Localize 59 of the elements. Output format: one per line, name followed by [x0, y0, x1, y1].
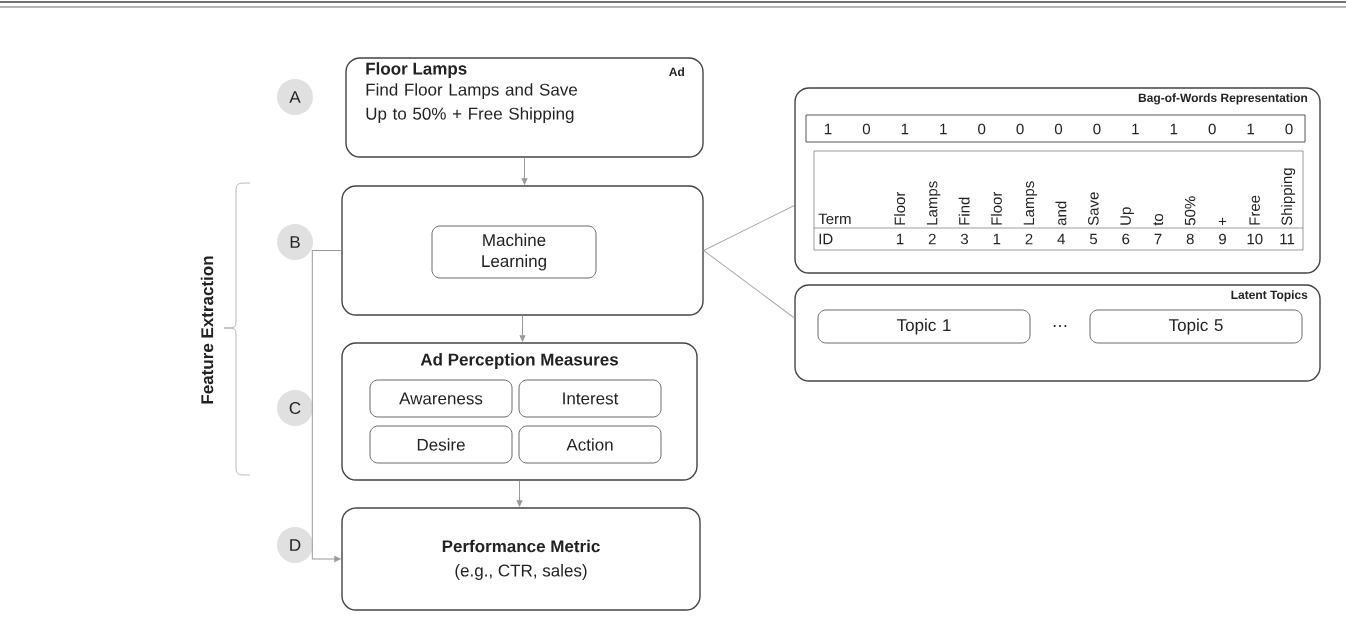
bit-value: 1	[1170, 123, 1178, 135]
bit-value: 0	[1208, 123, 1216, 135]
arrow	[516, 480, 523, 507]
term-id: 6	[1122, 233, 1130, 245]
process-box	[341, 185, 704, 316]
term-id: 9	[1219, 233, 1226, 245]
term-label: +	[1218, 217, 1227, 226]
term-id: 1	[993, 233, 1001, 245]
measure-box: Desire	[369, 425, 513, 464]
bit-value: 0	[1016, 123, 1024, 135]
term-label: to	[1153, 213, 1164, 226]
term-id: 4	[1057, 233, 1065, 245]
bit-value: 0	[1285, 123, 1293, 135]
connector-line	[703, 205, 795, 251]
term-label: Floor	[990, 191, 1002, 225]
bit-value: 1	[825, 123, 832, 135]
bit-value: 1	[940, 123, 947, 135]
term-label: and	[1055, 201, 1067, 226]
topic-box: Topic 5	[1089, 309, 1303, 344]
measure-box: Interest	[518, 379, 662, 418]
term-label: Lamps	[926, 181, 941, 225]
metric-box: Performance Metric (e.g., CTR, sales)	[341, 507, 701, 611]
arrow	[519, 315, 526, 342]
bit-value: 0	[1054, 123, 1063, 135]
term-id: 8	[1186, 233, 1194, 245]
term-id: 3	[960, 233, 969, 245]
topic-box: Topic 1	[817, 309, 1031, 344]
term-label: Shipping	[1281, 168, 1296, 226]
bit-value: 0	[1093, 123, 1101, 135]
ad-box: Floor Lamps Ad Find Floor Lamps and Save Up to 50% + Free Shipping	[345, 57, 704, 158]
term-label: Up	[1120, 207, 1134, 225]
term-id: 11	[1280, 233, 1295, 245]
term-label: Find	[958, 197, 970, 225]
arrow	[521, 157, 528, 185]
bit-value: 1	[901, 123, 909, 135]
term-id: 2	[1025, 233, 1033, 245]
measure-box: Awareness	[369, 379, 513, 418]
term-id: 2	[928, 233, 936, 245]
bit-value: 1	[1132, 123, 1139, 135]
connector-line	[703, 250, 795, 319]
term-label: 50%	[1184, 196, 1196, 226]
term-label: Save	[1088, 192, 1099, 226]
arrow	[311, 250, 342, 562]
term-id: 7	[1154, 233, 1162, 245]
term-label: Free	[1249, 195, 1260, 225]
term-label: Lamps	[1023, 181, 1038, 225]
bit-value: 1	[1247, 123, 1255, 135]
ellipsis: …	[1053, 325, 1067, 327]
term-id: 10	[1247, 233, 1263, 245]
bit-value: 0	[862, 123, 870, 135]
term-id: 1	[897, 233, 904, 245]
measure-box: Action	[518, 425, 662, 464]
row-heading: Term	[818, 213, 851, 225]
process-box: Machine Learning	[431, 225, 597, 279]
bit-value: 0	[978, 123, 986, 135]
row-heading: ID	[819, 233, 833, 245]
term-label: Floor	[894, 191, 906, 225]
side-label: Feature Extraction	[200, 256, 214, 404]
term-id: 5	[1089, 233, 1098, 245]
